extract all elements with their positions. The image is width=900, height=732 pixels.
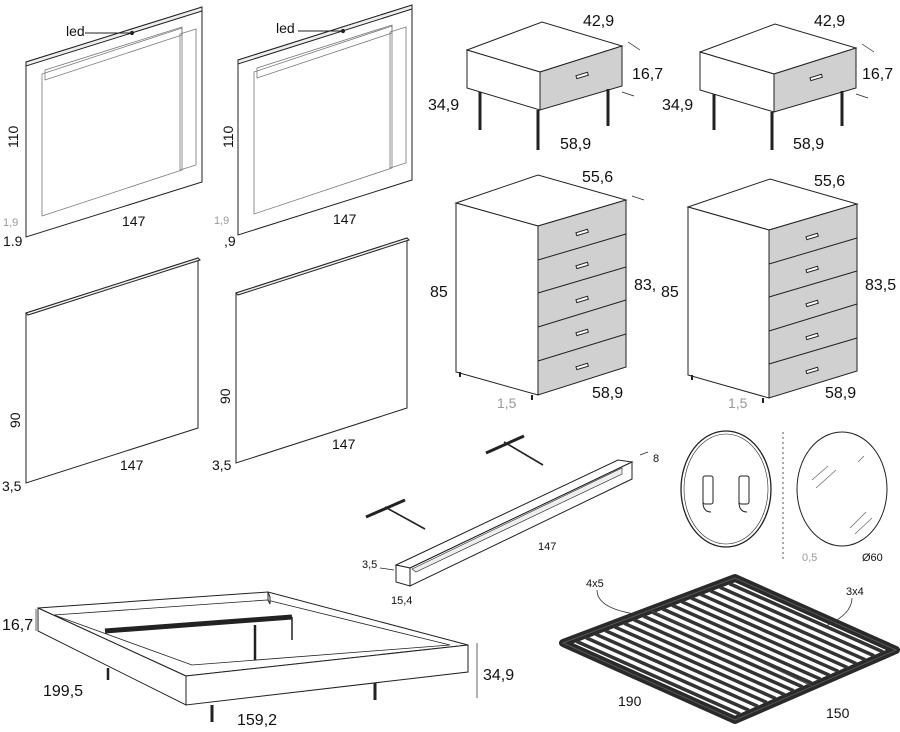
chest-2-depth: 55,6: [814, 173, 845, 190]
shelf-length: 147: [538, 541, 556, 553]
chest-1-foot: 1,5: [497, 395, 517, 411]
chest-1: [454, 174, 645, 400]
nightstand-1-width: 58,9: [560, 136, 591, 153]
chest-1-depth: 55,6: [582, 169, 613, 186]
nightstand-2-drawer-height: 16,7: [862, 66, 893, 83]
slat-base-width: 150: [826, 705, 850, 721]
slat: [594, 632, 759, 708]
slat-base-tube-1: 4x5: [586, 578, 604, 590]
bed-frame: [35, 591, 478, 722]
mirror-back-view: [680, 430, 772, 548]
bed-frame-height: 16,7: [2, 617, 33, 634]
headboard-led-2: [237, 4, 413, 236]
headboard-plain-2-depth: 3,5: [212, 457, 232, 473]
slat: [680, 600, 840, 673]
wall-shelf: [365, 434, 649, 587]
chest-1-front-height: 83,: [634, 277, 656, 294]
slat-base: [559, 574, 900, 724]
shelf-depth: 15,4: [391, 595, 412, 607]
headboard-plain-1-height: 90: [7, 412, 23, 428]
headboard-led-2-led-label: led: [276, 20, 295, 36]
slat: [585, 636, 750, 712]
headboard-led-2-height: 110: [220, 125, 236, 148]
chest-2-foot: 1,5: [728, 395, 748, 411]
slat: [604, 628, 768, 705]
nightstand-2-width: 58,9: [793, 136, 824, 153]
nightstand-2: [698, 23, 875, 150]
headboard-led-1-depth-gray: 1,9: [3, 217, 18, 229]
headboard-led-1-led-label: led: [66, 23, 85, 39]
chest-1-height: 85: [430, 284, 448, 301]
headboard-led-2-depth-gray: 1,9: [214, 215, 229, 227]
slat: [623, 621, 786, 697]
headboard-led-1-height: 110: [5, 125, 21, 148]
slat: [728, 582, 884, 654]
headboard-led-1-depth: 1.9: [3, 233, 23, 249]
bed-frame-total-height: 34,9: [483, 667, 514, 684]
mirror-diameter: Ø60: [862, 552, 883, 564]
mirror-thickness: 0,5: [802, 552, 817, 564]
slat: [575, 639, 741, 716]
headboard-led-1-width: 147: [122, 213, 146, 229]
nightstand-1: [465, 21, 641, 150]
slat: [709, 589, 866, 662]
nightstand-2-height: 34,9: [662, 97, 693, 114]
headboard-plain-1-depth: 3,5: [2, 478, 22, 494]
nightstand-1-depth: 42,9: [583, 13, 614, 30]
bed-frame-length: 199,5: [43, 683, 83, 700]
slat: [642, 614, 804, 689]
mirror-front-view: [796, 431, 888, 547]
slat: [614, 625, 777, 701]
slat-base-tube-2: 3x4: [846, 586, 864, 598]
headboard-led-2-depth: ,9: [224, 233, 236, 249]
headboard-plain-2: [235, 237, 410, 464]
slat: [633, 618, 795, 693]
headboard-plain-1-width: 147: [120, 457, 144, 473]
chest-1-width: 58,9: [592, 385, 623, 402]
headboard-led-1: [25, 6, 203, 238]
slat: [671, 603, 831, 677]
slat: [690, 596, 848, 670]
chest-2-front-height: 83,5: [865, 277, 896, 294]
shelf-height: 3,5: [362, 559, 377, 571]
slat: [700, 592, 857, 666]
shelf-thickness: 8: [653, 453, 659, 465]
headboard-plain-2-height: 90: [217, 388, 233, 404]
chest-2: [686, 178, 859, 403]
slat: [719, 585, 875, 658]
chest-2-height: 85: [661, 284, 679, 301]
nightstand-2-depth: 42,9: [814, 13, 845, 30]
slat-base-length: 190: [618, 693, 642, 709]
chest-2-width: 58,9: [825, 385, 856, 402]
nightstand-1-height: 34,9: [428, 97, 459, 114]
bed-frame-width: 159,2: [237, 712, 277, 729]
headboard-led-2-width: 147: [333, 211, 357, 227]
slat: [661, 607, 822, 681]
headboard-plain-2-width: 147: [332, 436, 356, 452]
headboard-plain-1: [25, 257, 201, 484]
nightstand-1-drawer-height: 16,7: [632, 66, 663, 83]
